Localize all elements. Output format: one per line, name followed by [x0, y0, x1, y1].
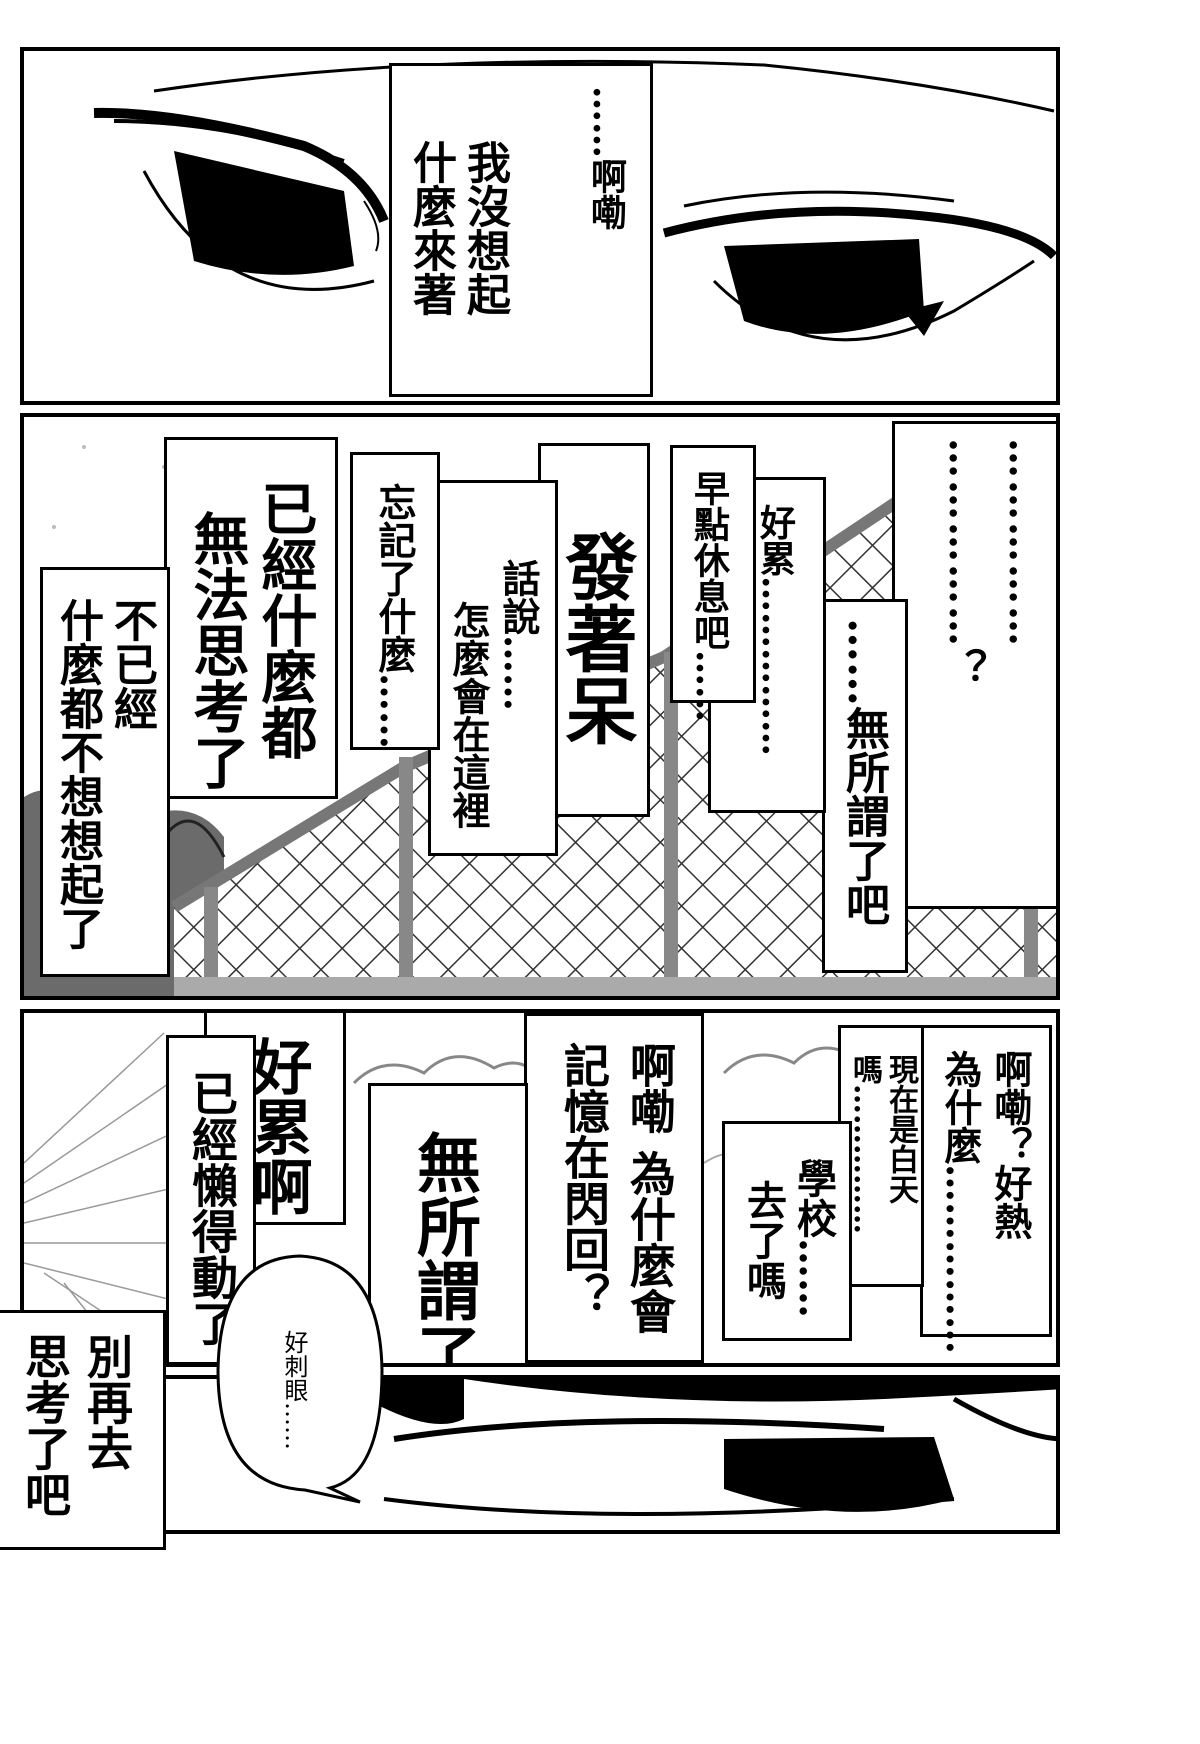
speech-box-3: 好累……………	[708, 477, 826, 813]
panel-2: …………… ……………？ ……無所謂了吧 好累…………… 早點休息吧…… 發著呆…	[20, 413, 1060, 1000]
speech-box-13: 啊嘞 為什麼會 記憶在閃回？	[524, 1013, 704, 1363]
speech-box-11: 現在是白天 嗎……………	[838, 1025, 924, 1287]
speech-box-2: ……無所謂了吧	[822, 599, 908, 973]
caption-line-3: 什麼來著	[405, 140, 456, 316]
speech-9-line-2: 什麼都不想想起了	[52, 598, 103, 950]
speech-4-line-1: 早點休息吧……	[688, 470, 730, 722]
speech-2-line-1: ……無所謂了吧	[838, 618, 889, 926]
caption-line-1: ……啊嘞	[585, 86, 627, 230]
speech-6-line-1: 話說……	[496, 559, 541, 711]
speech-5-line-1: 發著呆	[553, 530, 638, 746]
speech-1-line-1: ……………	[1000, 438, 1047, 648]
speech-box-7: 忘記了什麼……	[350, 452, 440, 750]
speech-17-line-1: 別再去	[80, 1333, 134, 1471]
panel-3: 啊嘞？好熱 為什麼…………… 現在是白天 嗎…………… 學校…… 去了嗎 啊嘞 …	[20, 1009, 1060, 1367]
speech-11-line-1: 現在是白天	[883, 1054, 918, 1204]
bubble-text: 好刺眼……	[280, 1330, 308, 1450]
speech-12-line-2: 去了嗎	[740, 1180, 787, 1300]
speech-10-line-2: 為什麼……………	[938, 1050, 983, 1354]
speech-box-8: 已經什麼都 無法思考了	[164, 437, 338, 799]
caption-line-2: 我沒想起	[459, 140, 510, 316]
speech-box-6: 話說…… 怎麼會在這裡	[428, 480, 558, 856]
speech-box-9: 不已經 什麼都不想想起了	[40, 567, 170, 977]
speech-box-1: …………… ……………？	[892, 421, 1056, 909]
speech-box-10: 啊嘞？好熱 為什麼……………	[920, 1025, 1052, 1354]
speech-box-4: 早點休息吧……	[670, 445, 756, 722]
speech-13-line-1: 啊嘞 為什麼會	[623, 1042, 677, 1335]
speech-13-line-2: 記憶在閃回？	[557, 1042, 611, 1318]
speech-12-line-1: 學校……	[790, 1158, 837, 1318]
speech-box-12: 學校…… 去了嗎	[722, 1121, 852, 1341]
speech-box-17: 別再去 思考了吧	[0, 1310, 166, 1550]
speech-10-line-1: 啊嘞？好熱	[988, 1050, 1033, 1240]
speech-14-line-1: 無所謂了	[406, 1130, 481, 1367]
speech-15-line-1: 好累啊	[242, 1036, 312, 1216]
caption-box: ……啊嘞 我沒想起 什麼來著	[389, 63, 653, 397]
eyes-illustration	[93, 59, 1056, 342]
speech-1-line-2: ……………？	[940, 438, 987, 690]
speech-8-line-1: 已經什麼都	[252, 480, 318, 760]
speech-7-line-1: 忘記了什麼……	[372, 483, 417, 749]
speech-11-line-2: 嗎……………	[847, 1054, 882, 1234]
speech-box-14: 無所謂了	[368, 1083, 528, 1367]
speech-6-line-2: 怎麼會在這裡	[446, 601, 491, 829]
panel-1: ……啊嘞 我沒想起 什麼來著	[20, 47, 1060, 405]
speech-8-line-2: 無法思考了	[184, 510, 250, 790]
speech-bubble: 好刺眼……	[210, 1250, 390, 1510]
speech-3-line-1: 好累……………	[754, 504, 796, 756]
speech-17-line-2: 思考了吧	[18, 1333, 72, 1517]
speech-9-line-1: 不已經	[106, 598, 157, 730]
